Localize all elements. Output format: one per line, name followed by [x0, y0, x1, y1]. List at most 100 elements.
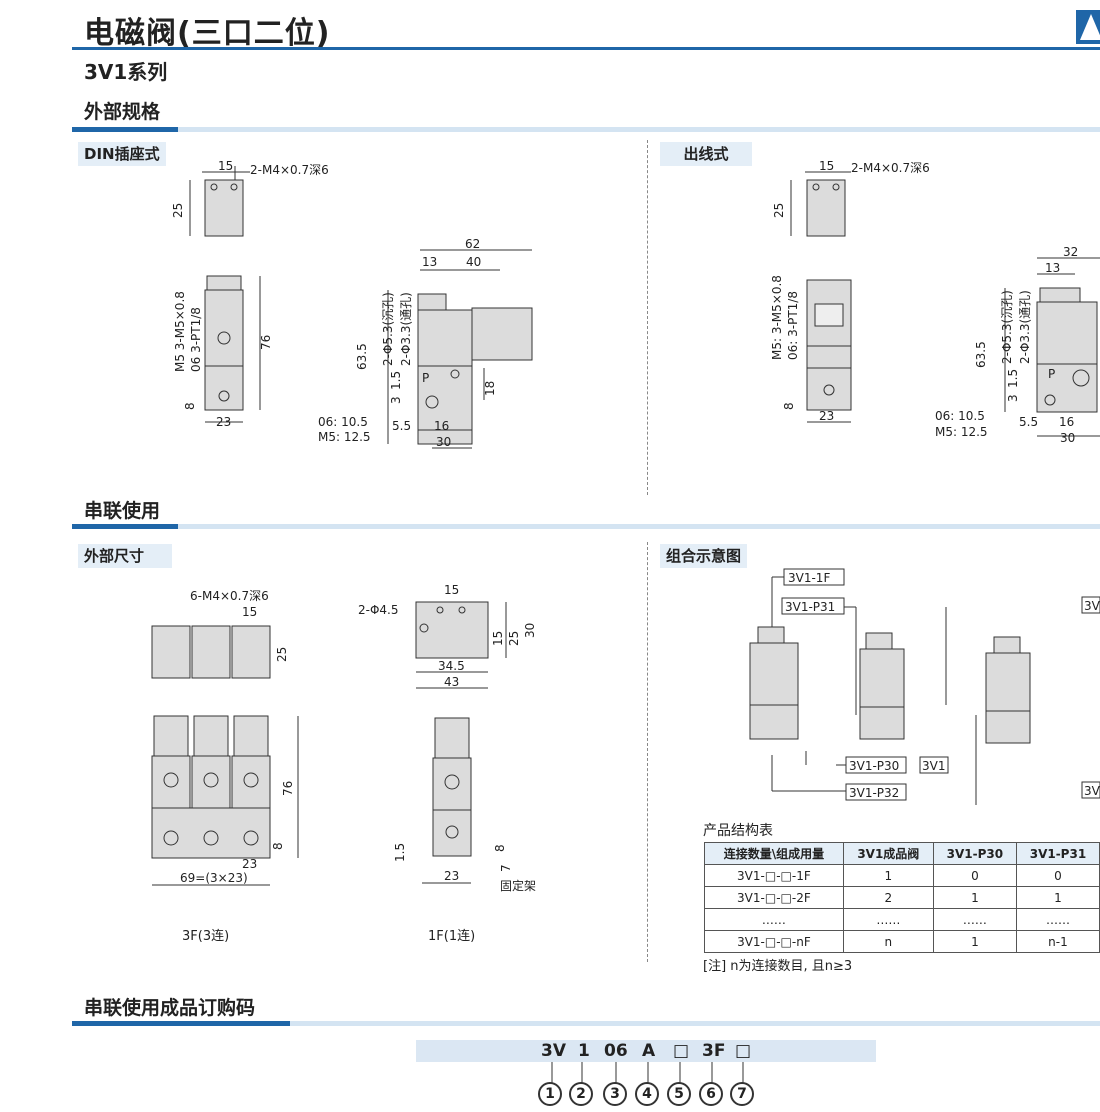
order-code-band	[416, 1040, 876, 1062]
section-bar-dark	[72, 1021, 290, 1026]
dims-h8b: 8	[493, 844, 507, 852]
table-cell: 1	[932, 930, 1017, 953]
din-pt: 06 3-PT1/8	[189, 307, 203, 372]
din-h18: 18	[483, 381, 497, 396]
table-cell: 0	[1015, 864, 1100, 887]
din-plug	[471, 307, 533, 361]
outlet-ports2: 06: 3-PT1/8	[786, 291, 800, 360]
outlet-m5: M5: 12.5	[935, 425, 988, 439]
table-row: 3V1-□-□-2F 2 1 1	[704, 886, 1100, 909]
outlet-h8: 8	[782, 402, 796, 410]
table-cell: 1	[842, 864, 934, 887]
din-base	[204, 365, 244, 411]
order-code-index: 3	[603, 1082, 627, 1106]
din-h76: 76	[259, 335, 273, 350]
spec-table-note: [注] n为连接数目, 且n≥3	[703, 959, 853, 974]
table-row: 3V1-□-□-nF n 1 n-1	[704, 930, 1100, 953]
dims-w15: 15	[242, 605, 257, 619]
section-bar-dark	[72, 127, 178, 132]
table-cell: ……	[1015, 908, 1100, 931]
din-w13: 13	[422, 255, 437, 269]
combo-label-edge-top: 3V	[1084, 599, 1100, 613]
din-side-body	[417, 309, 473, 367]
outlet-w15: 15	[819, 160, 834, 173]
din-w40: 40	[466, 255, 481, 269]
outlet-w23: 23	[819, 409, 834, 423]
section-bar-light	[178, 524, 1100, 529]
dims-w43: 43	[444, 675, 459, 689]
table-cell: n-1	[1015, 930, 1100, 953]
table-cell: 3V1-□-□-2F	[704, 886, 844, 909]
din-p: P	[422, 371, 429, 385]
order-code-part: 1	[578, 1041, 590, 1061]
outlet-drawing: 15 2-M4×0.7深6 25 M5: 3-M5×0.8 06: 3-PT1/…	[770, 160, 1100, 445]
outlet-top-block	[806, 179, 846, 237]
combo-label-p32: 3V1-P32	[849, 786, 899, 800]
section-serial-heading: 串联使用	[84, 500, 161, 522]
table-header-cell: 连接数量\组成用量	[704, 842, 844, 865]
table-cell: 0	[932, 864, 1017, 887]
section-order-heading: 串联使用成品订购码	[84, 997, 256, 1019]
din-w16: 16	[434, 419, 449, 433]
series-name: 3V1系列	[84, 60, 168, 84]
outlet-body	[806, 345, 852, 369]
outlet-h25: 25	[772, 203, 786, 218]
table-cell: 1	[932, 886, 1017, 909]
outlet-base	[806, 367, 852, 411]
dims-h25: 25	[275, 647, 289, 662]
din-ports: M5 3-M5×0.8	[173, 291, 187, 372]
table-header-cell: 3V1成品阀	[842, 842, 934, 865]
din-h3: 3	[389, 396, 403, 404]
outlet-h15: 1.5	[1006, 369, 1020, 388]
din-w15: 15	[218, 160, 233, 173]
outlet-w30: 30	[1060, 431, 1075, 445]
outlet-side-body	[1036, 301, 1098, 365]
dims-drawing: 6-M4×0.7深6 15 25 2-Φ4.5 15 15 25 30 34.5…	[151, 583, 537, 893]
outlet-o6: 06: 10.5	[935, 409, 985, 423]
table-header-row: 连接数量\组成用量 3V1成品阀 3V1-P30 3V1-P31	[704, 842, 1100, 865]
din-coil-cap	[206, 275, 242, 291]
dims-w345: 34.5	[438, 659, 465, 673]
tag-dims: 外部尺寸	[78, 544, 172, 568]
outlet-h635: 63.5	[974, 341, 988, 368]
section-external-heading: 外部规格	[84, 101, 161, 123]
combo-label-edge-bottom: 3V	[1084, 784, 1100, 798]
caption-3f: 3F(3连)	[182, 929, 230, 944]
din-top-block	[204, 179, 244, 237]
din-h635: 63.5	[355, 343, 369, 370]
order-code-leaders	[551, 1062, 744, 1084]
spec-table-caption: 产品结构表	[703, 823, 773, 839]
order-code-part: 3V	[541, 1041, 566, 1061]
din-connector-cap	[417, 293, 447, 311]
combo-label-p30: 3V1-P30	[849, 759, 899, 773]
din-w62: 62	[465, 237, 480, 251]
outlet-thread: 2-M4×0.7深6	[851, 161, 930, 175]
outlet-w16: 16	[1059, 415, 1074, 429]
dims-w23b: 23	[444, 869, 459, 883]
combo-drawing: 3V1-1F 3V1-P31 3V1-P30 3V1 3V1-P32 3V 3V	[749, 568, 1100, 805]
spec-table: 连接数量\组成用量 3V1成品阀 3V1-P30 3V1-P31 3V1-□-□…	[704, 842, 1100, 953]
dims-thread6: 6-M4×0.7深6	[190, 589, 269, 603]
din-thread: 2-M4×0.7深6	[250, 163, 329, 177]
din-h25: 25	[171, 203, 185, 218]
section-bar-dark	[72, 524, 178, 529]
din-w23: 23	[216, 415, 231, 429]
order-code-index: 4	[635, 1082, 659, 1106]
outlet-hole2: 2-Φ3.3(通孔)	[1018, 290, 1032, 364]
din-m5: M5: 12.5	[318, 430, 371, 444]
dims-h76: 76	[281, 781, 295, 796]
tag-din: DIN插座式	[78, 142, 166, 166]
din-hole2: 2-Φ3.3(通孔)	[399, 292, 413, 366]
dims-h7: 7	[499, 864, 513, 872]
table-cell: 3V1-□-□-1F	[704, 864, 844, 887]
din-o6: 06: 10.5	[318, 415, 368, 429]
section-bar-light	[178, 127, 1100, 132]
order-code-part: 3F	[702, 1041, 726, 1061]
outlet-side-base	[1036, 363, 1098, 413]
combo-label-1f: 3V1-1F	[788, 571, 830, 585]
caption-1f: 1F(1连)	[428, 929, 476, 944]
outlet-p: P	[1048, 367, 1055, 381]
outlet-terminal	[814, 303, 844, 327]
din-hole1: 2-Φ5.3(沉孔)	[381, 292, 395, 366]
section-bar-light	[290, 1021, 1100, 1026]
